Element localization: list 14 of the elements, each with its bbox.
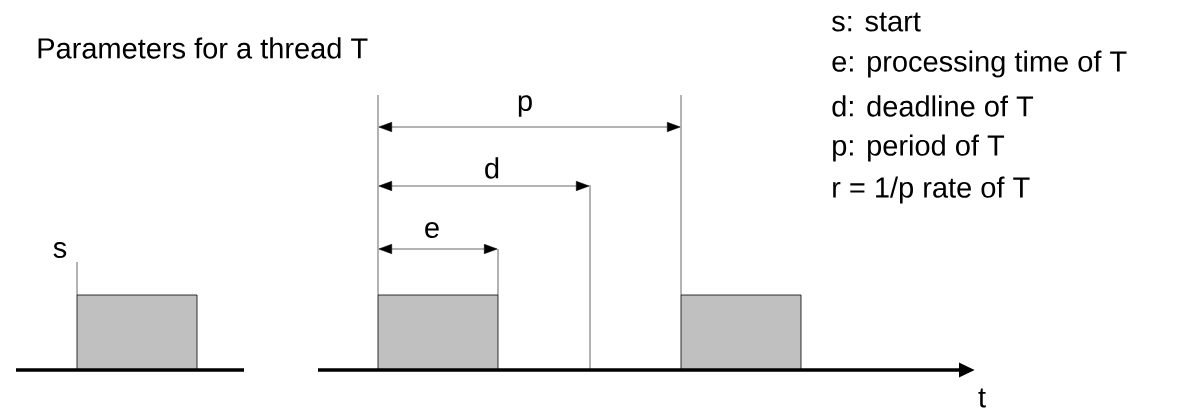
legend-text: e: processing time of T [832, 50, 1127, 78]
legend-text: d: deadline of T [832, 95, 1034, 117]
legend-text: r = 1/p rate of T [833, 176, 1030, 204]
legend-text: s: start [832, 12, 921, 32]
dimension-label: e [425, 222, 439, 238]
task-bar [377, 294, 499, 371]
title: Parameters for a thread T [38, 37, 368, 59]
dimension-label: d [485, 157, 499, 179]
axis-label: t [978, 388, 986, 408]
task-bar [76, 294, 198, 371]
legend-text: p: period of T [833, 134, 1005, 162]
task-bar [680, 294, 802, 371]
start-label: s [53, 242, 67, 258]
dimension-label: p [518, 95, 532, 117]
